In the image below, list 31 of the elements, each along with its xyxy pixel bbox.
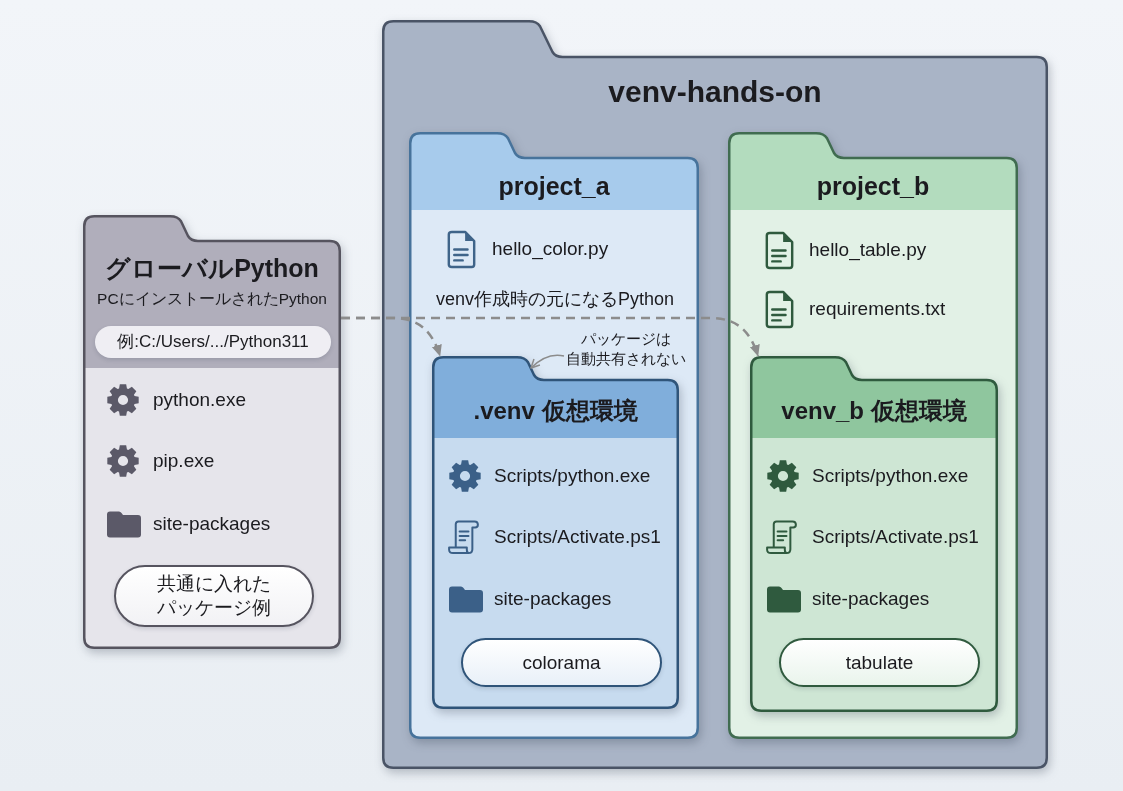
- folder-title: venv-hands-on: [608, 74, 822, 110]
- folder-title: project_a: [498, 171, 610, 201]
- package-pill: tabulate: [779, 638, 980, 687]
- folder-title: project_b: [816, 171, 930, 201]
- leader-arrow: [530, 354, 565, 369]
- package-pill: colorama: [461, 638, 662, 687]
- file-name: site-packages: [494, 587, 612, 611]
- file-name: hello_table.py: [809, 238, 927, 262]
- folder-title: グローバルPython: [105, 253, 319, 283]
- file-name: Scripts/Activate.ps1: [494, 525, 661, 549]
- file-name: site-packages: [812, 587, 930, 611]
- folder-title: venv_b 仮想環境: [781, 396, 967, 426]
- file-name: pip.exe: [153, 449, 215, 473]
- file-name: hello_color.py: [492, 237, 609, 261]
- folder-title: .venv 仮想環境: [473, 396, 638, 426]
- file-name: requirements.txt: [809, 297, 946, 321]
- path-pill: 例:C:/Users/.../Python311: [95, 326, 331, 358]
- subtitle-text: PCにインストールされたPython: [97, 289, 327, 309]
- folder-panel: [750, 356, 998, 712]
- folder-panel: [409, 132, 699, 739]
- file-name: Scripts/Activate.ps1: [812, 525, 979, 549]
- dashed-arrow: [341, 316, 760, 357]
- note-text: パッケージは自動共有されない: [566, 329, 686, 370]
- file-name: python.exe: [153, 388, 246, 412]
- folder-panel: [382, 20, 1048, 769]
- file-name: Scripts/python.exe: [494, 464, 651, 488]
- folder-panel: [83, 215, 341, 649]
- file-name: site-packages: [153, 512, 271, 536]
- folder-panel: [728, 132, 1018, 739]
- file-name: Scripts/python.exe: [812, 464, 969, 488]
- package-pill: 共通に入れたパッケージ例: [114, 565, 314, 627]
